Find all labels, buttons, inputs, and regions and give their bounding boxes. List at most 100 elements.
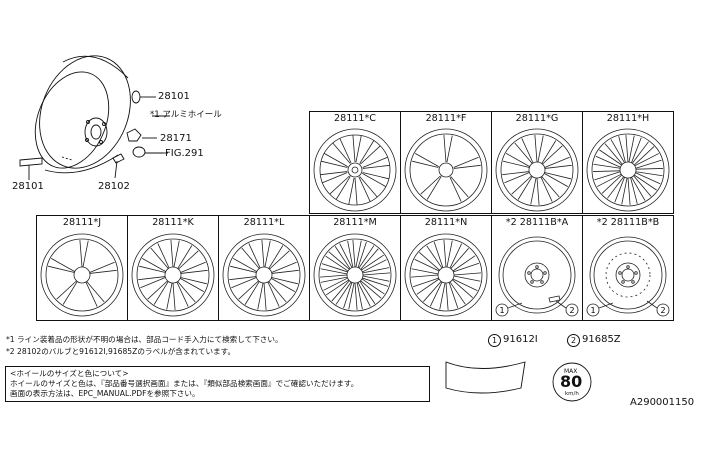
spoke bbox=[631, 137, 649, 164]
spoke bbox=[170, 240, 180, 268]
spoke bbox=[56, 280, 78, 305]
spoke bbox=[352, 135, 362, 163]
wheel-icon bbox=[222, 233, 306, 317]
spoke bbox=[48, 258, 75, 273]
spoke bbox=[452, 255, 480, 273]
notice-line-2: ホイールのサイズと色は、『部品番号選択画面』または、『類似部品検索画面』でご確認… bbox=[10, 379, 359, 388]
spoke bbox=[448, 281, 466, 309]
spoke bbox=[230, 258, 257, 273]
spoke bbox=[544, 172, 571, 187]
spoke bbox=[267, 281, 287, 307]
spoke bbox=[271, 277, 298, 292]
wheel-cell-28111-n[interactable]: 28111*N bbox=[400, 215, 492, 321]
wheel-cell-28111-j[interactable]: 28111*J bbox=[36, 215, 128, 321]
spoke bbox=[268, 245, 290, 270]
spoke bbox=[412, 277, 440, 295]
speed-unit: km/h bbox=[565, 391, 579, 397]
spoke bbox=[599, 143, 623, 166]
spoke bbox=[328, 245, 351, 270]
spoke bbox=[150, 243, 170, 269]
spoke bbox=[449, 176, 469, 202]
spoke bbox=[229, 276, 257, 289]
spoke bbox=[443, 135, 453, 163]
marker-1: 1 bbox=[499, 306, 504, 315]
spoke bbox=[359, 140, 381, 165]
spoke bbox=[630, 177, 646, 204]
wheel-cell-28111-h[interactable]: 28111*H bbox=[582, 111, 674, 214]
spoke bbox=[321, 255, 349, 273]
spoke bbox=[607, 176, 625, 203]
wheel-cell-28111-f[interactable]: 28111*F bbox=[400, 111, 492, 214]
wheel-icon bbox=[40, 233, 124, 317]
note-2: *2 28102のバルブと91612I,91685Zのラベルが含まれています。 bbox=[6, 347, 236, 356]
spoke bbox=[502, 171, 530, 184]
spoke bbox=[329, 175, 351, 200]
spoke bbox=[321, 153, 348, 168]
spoke bbox=[610, 136, 626, 163]
marker-1: 1 bbox=[590, 306, 595, 315]
spoke bbox=[596, 173, 623, 194]
spoke bbox=[593, 170, 621, 181]
marker-2: 2 bbox=[660, 306, 665, 315]
spoke bbox=[357, 241, 375, 269]
label-91685z: 91685Z bbox=[582, 334, 621, 345]
spoke bbox=[541, 140, 563, 165]
spoke bbox=[452, 278, 478, 298]
spoke bbox=[348, 282, 358, 310]
spoke bbox=[426, 241, 444, 269]
wheel-label: 28111*L bbox=[243, 217, 285, 228]
spoke bbox=[411, 268, 439, 278]
spoke bbox=[147, 280, 169, 305]
spoke bbox=[271, 261, 299, 274]
spoke bbox=[332, 138, 352, 164]
callout-alum-wheel: *1 アルミホイール bbox=[150, 110, 222, 120]
speed-max: MAX bbox=[564, 368, 578, 375]
wheel-icon bbox=[404, 128, 488, 212]
marker-2: 2 bbox=[569, 306, 574, 315]
wheel-label: 28111*M bbox=[333, 217, 377, 228]
spoke bbox=[511, 175, 533, 200]
callout-fig291[interactable]: FIG.291 bbox=[165, 148, 204, 159]
spoke bbox=[530, 177, 540, 205]
spoke bbox=[423, 281, 443, 307]
spoke bbox=[320, 171, 348, 184]
spoke bbox=[593, 155, 621, 169]
wheel-label: 28111*N bbox=[424, 217, 468, 228]
notice-line-3: 画面の表示方法は、EPC_MANUAL.PDFを参照下さい。 bbox=[10, 389, 200, 398]
wheel-label: 28111*G bbox=[515, 113, 559, 124]
spoke bbox=[362, 272, 390, 282]
spoke bbox=[621, 177, 631, 205]
wheel-cell-28111b-b[interactable]: *2 28111B*B 1 2 bbox=[582, 215, 674, 321]
wheel-cell-28111-c[interactable]: 28111*C bbox=[309, 111, 401, 214]
spoke bbox=[180, 261, 208, 274]
spoke bbox=[503, 153, 530, 168]
spoke bbox=[540, 176, 560, 202]
wheel-cell-28111-m[interactable]: 28111*M bbox=[309, 215, 401, 321]
notice-box: <ホイールのサイズと色について> ホイールのサイズと色は、『部品番号選択画面』ま… bbox=[5, 366, 430, 402]
spoke bbox=[360, 248, 385, 271]
note-1: *1 ライン装着品の形状が不明の場合は、部品コード手入力にて検索して下さい。 bbox=[6, 335, 283, 344]
spoke bbox=[177, 245, 199, 270]
spoke bbox=[180, 277, 207, 292]
wheel-cell-28111-l[interactable]: 28111*L bbox=[218, 215, 310, 321]
callout-28102: 28102 bbox=[98, 181, 130, 192]
spoke bbox=[348, 177, 358, 205]
spoke bbox=[356, 282, 371, 310]
spoke bbox=[412, 153, 439, 168]
spoke bbox=[85, 281, 105, 307]
spoke bbox=[176, 281, 196, 307]
wheel-icon bbox=[404, 233, 488, 317]
wheel-cell-28111-g[interactable]: 28111*G bbox=[491, 111, 583, 214]
spoke bbox=[420, 175, 442, 200]
spoke bbox=[352, 240, 362, 268]
wheel-icon bbox=[313, 128, 397, 212]
wheel-cell-28111b-a[interactable]: *2 28111B*A 1 2 bbox=[491, 215, 583, 321]
spoke bbox=[89, 261, 117, 274]
wheel-icon bbox=[495, 128, 579, 212]
wheel-cell-28111-k[interactable]: 28111*K bbox=[127, 215, 219, 321]
spoke bbox=[138, 276, 166, 289]
spoke bbox=[320, 268, 348, 278]
wheel-label: *2 28111B*A bbox=[505, 217, 569, 228]
spoke bbox=[335, 281, 353, 309]
